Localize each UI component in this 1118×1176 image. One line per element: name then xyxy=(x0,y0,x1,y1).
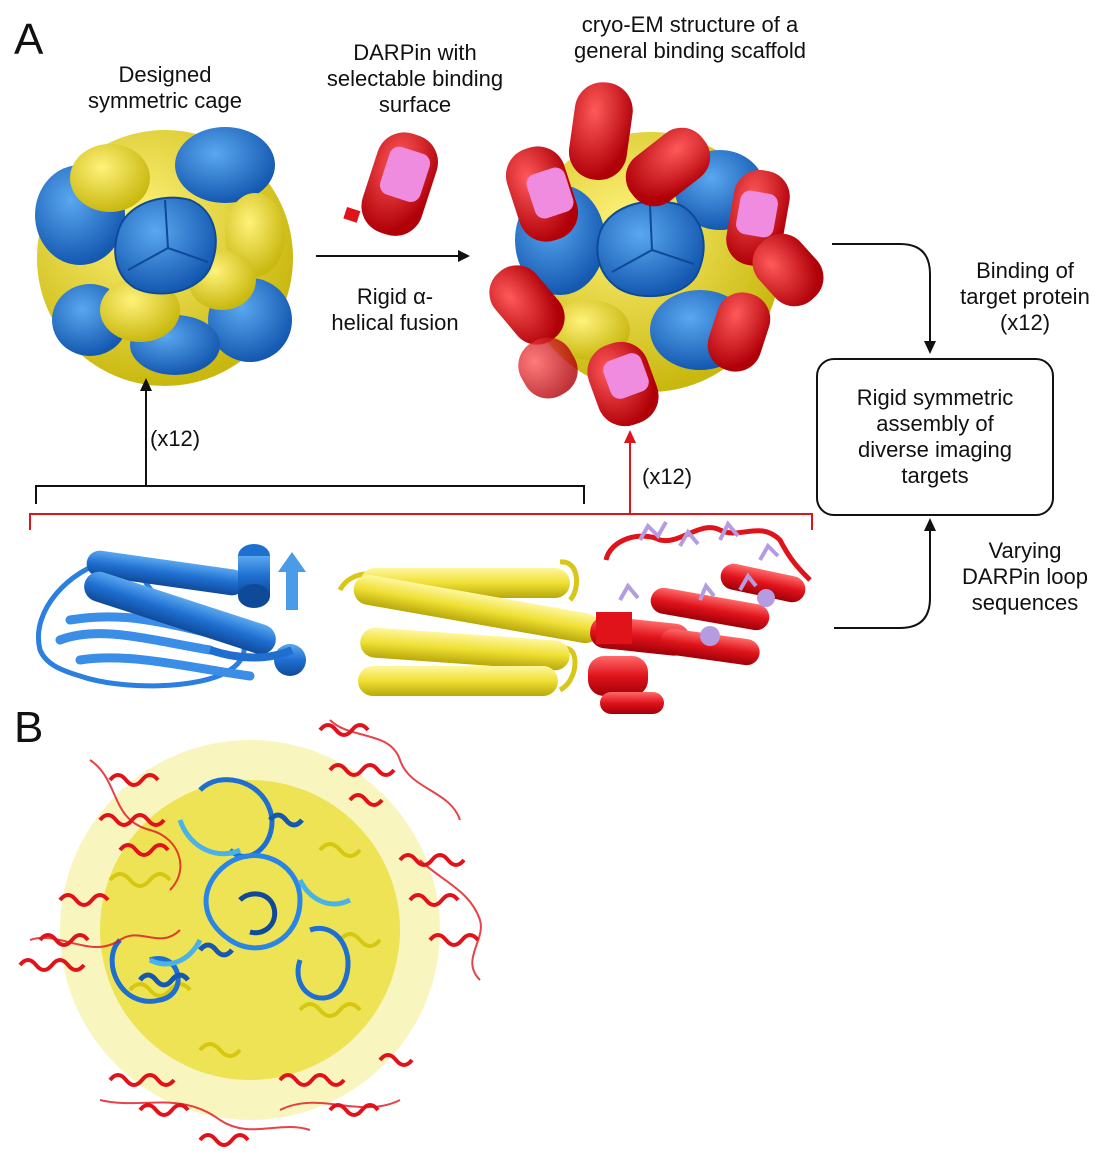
blue-monomer-cartoon xyxy=(36,544,306,689)
fusion-arrow xyxy=(316,250,470,262)
binding-label: Binding of target protein (x12) xyxy=(960,258,1090,335)
panel-letter-a: A xyxy=(14,15,44,64)
varying-arrow xyxy=(834,518,936,629)
assembly-box: Rigid symmetric assembly of diverse imag… xyxy=(816,358,1054,516)
scaffold-label: cryo-EM structure of a general binding s… xyxy=(574,12,806,63)
fusion-label: Rigid α- helical fusion xyxy=(331,284,459,335)
yellow-red-fusion-cartoon xyxy=(337,520,812,714)
x12-right-arrow xyxy=(624,430,636,514)
x12-left-label: (x12) xyxy=(150,426,201,451)
darpin-capsule xyxy=(343,132,438,236)
binding-arrow xyxy=(832,243,936,354)
symmetric-cage-surface xyxy=(35,127,293,386)
panel-letter-b: B xyxy=(14,703,44,752)
varying-label: Varying DARPin loop sequences xyxy=(962,538,1088,615)
panel-b-structure xyxy=(18,719,482,1147)
darpin-label: DARPin with selectable binding surface xyxy=(326,40,504,117)
x12-right-label: (x12) xyxy=(642,464,693,489)
red-bracket xyxy=(29,513,813,530)
x12-left-arrow xyxy=(140,378,152,486)
black-bracket xyxy=(35,485,585,504)
cage-label: Designed symmetric cage xyxy=(87,62,243,113)
binding-scaffold-surface xyxy=(489,82,824,427)
